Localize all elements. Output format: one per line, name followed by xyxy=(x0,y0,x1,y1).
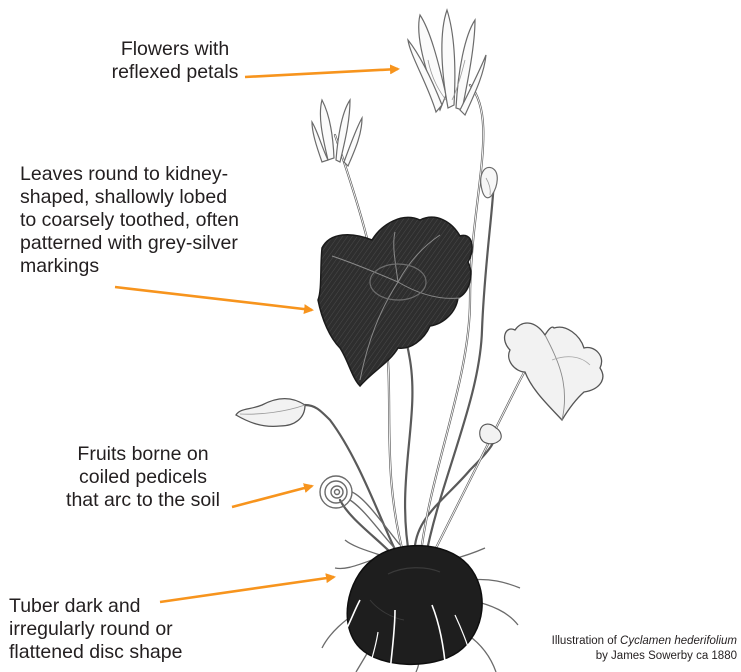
illustration-caption: Illustration of Cyclamen hederifolium by… xyxy=(520,634,737,664)
leaf-small xyxy=(480,424,501,444)
caption-line-2: by James Sowerby ca 1880 xyxy=(520,649,737,664)
caption-prefix: Illustration of xyxy=(552,635,620,647)
arrow-leaves xyxy=(115,287,312,310)
flower-left xyxy=(312,100,362,166)
label-leaves-line: Leaves round to kidney- xyxy=(20,163,280,186)
label-fruits-line: coiled pedicels xyxy=(48,466,238,489)
label-tuber-line: flattened disc shape xyxy=(9,641,209,664)
label-leaves-line: to coarsely toothed, often xyxy=(20,209,280,232)
leaf-dark xyxy=(318,217,472,386)
leaf-left xyxy=(236,399,305,427)
label-flowers-line: Flowers with xyxy=(100,38,250,61)
flower-bud xyxy=(481,167,498,197)
arrow-fruits xyxy=(232,486,312,507)
flower-top xyxy=(408,10,486,115)
label-leaves-line: shaped, shallowly lobed xyxy=(20,186,280,209)
label-leaves-line: patterned with grey-silver xyxy=(20,232,280,255)
arrow-flowers xyxy=(245,69,398,77)
label-fruits-line: Fruits borne on xyxy=(48,443,238,466)
label-tuber-line: irregularly round or xyxy=(9,618,209,641)
caption-line-1: Illustration of Cyclamen hederifolium xyxy=(520,634,737,649)
label-fruits-line: that arc to the soil xyxy=(48,489,238,512)
label-fruits: Fruits borne on coiled pedicels that arc… xyxy=(48,443,238,512)
label-flowers: Flowers with reflexed petals xyxy=(100,38,250,84)
leaf-right xyxy=(505,323,603,420)
caption-species: Cyclamen hederifolium xyxy=(620,635,737,647)
coiled-pedicels xyxy=(320,476,400,552)
label-leaves: Leaves round to kidney- shaped, shallowl… xyxy=(20,163,280,278)
label-leaves-line: markings xyxy=(20,255,280,278)
label-tuber-line: Tuber dark and xyxy=(9,595,209,618)
label-tuber: Tuber dark and irregularly round or flat… xyxy=(9,595,209,664)
label-flowers-line: reflexed petals xyxy=(100,61,250,84)
